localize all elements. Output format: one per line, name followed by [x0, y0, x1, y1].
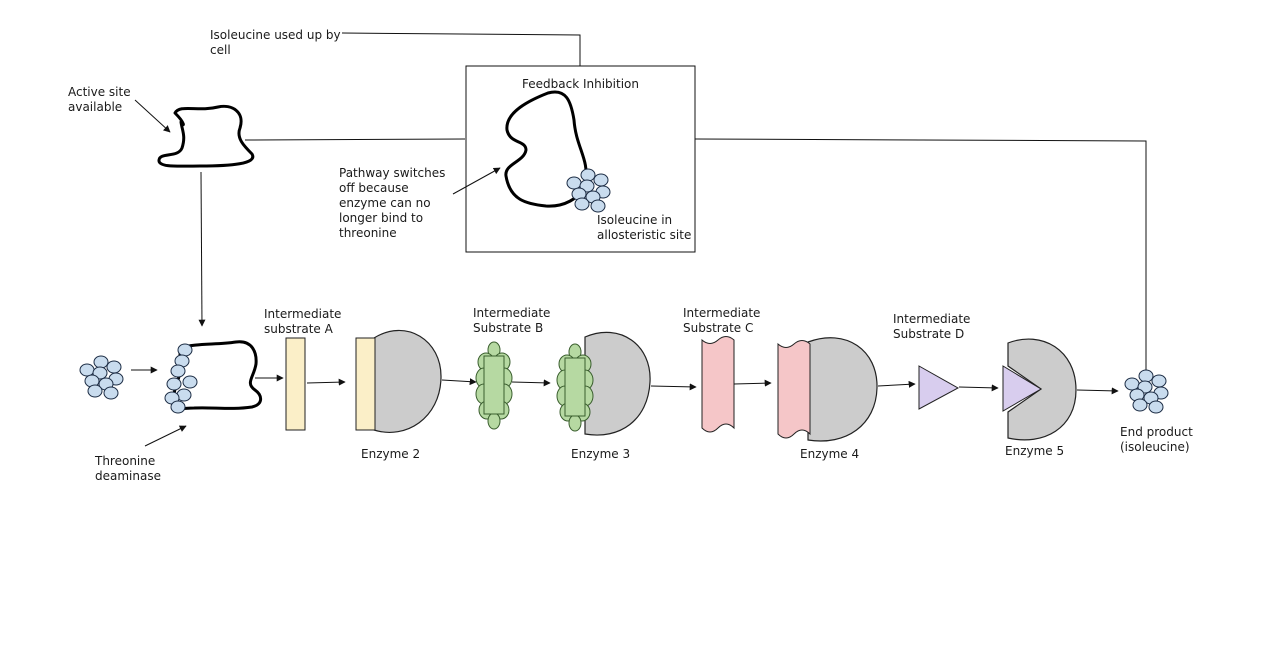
- end-product-cluster: [1124, 369, 1169, 414]
- enzyme-3-label: Enzyme 3: [571, 447, 630, 461]
- feedback-inhibition-box: [465, 65, 696, 253]
- substrate-c-shape: [701, 336, 735, 433]
- isoleucine-site-label: Isoleucine in allosteristic site: [597, 213, 691, 242]
- substrate-b-shape: [475, 341, 513, 430]
- free-enzyme-shape: [157, 104, 255, 168]
- substrate-a-shape: [285, 337, 306, 431]
- intermediate-b-label: Intermediate Substrate B: [473, 306, 554, 335]
- threonine-deaminase-label: Threonine deaminase: [94, 454, 161, 483]
- enzyme-5-label: Enzyme 5: [1005, 444, 1064, 458]
- enzyme-5-bound-substrate: [1002, 365, 1042, 412]
- isoleucine-used-label: Isoleucine used up by cell: [210, 28, 344, 57]
- bound-threonine-cluster: [164, 343, 198, 414]
- active-site-label: Active site available: [68, 85, 134, 114]
- intermediate-d-label: Intermediate Substrate D: [893, 312, 974, 341]
- enzyme-5-shape: [1007, 338, 1077, 441]
- intermediate-c-label: Intermediate Substrate C: [683, 306, 764, 335]
- intermediate-a-label: Intermediate substrate A: [264, 307, 345, 336]
- enzyme-2-label: Enzyme 2: [361, 447, 420, 461]
- enzyme-2-bound-substrate: [355, 337, 376, 431]
- enzyme-4-label: Enzyme 4: [800, 447, 859, 461]
- enzyme-4-bound-substrate: [777, 340, 811, 439]
- bound-isoleucine-cluster: [566, 168, 611, 213]
- end-product-label: End product (isoleucine): [1120, 425, 1197, 454]
- pathway-switch-label: Pathway switches off because enzyme can …: [339, 166, 449, 240]
- enzyme-2-shape: [373, 329, 442, 433]
- feedback-loop-lines: [134, 32, 1147, 447]
- enzyme-4-shape: [807, 337, 878, 442]
- enzyme-3-shape: [584, 331, 651, 436]
- feedback-inhibition-title: Feedback Inhibition: [522, 77, 639, 91]
- substrate-d-shape: [918, 365, 960, 410]
- enzyme-3-bound-substrate: [556, 343, 594, 432]
- threonine-molecules: [79, 355, 124, 400]
